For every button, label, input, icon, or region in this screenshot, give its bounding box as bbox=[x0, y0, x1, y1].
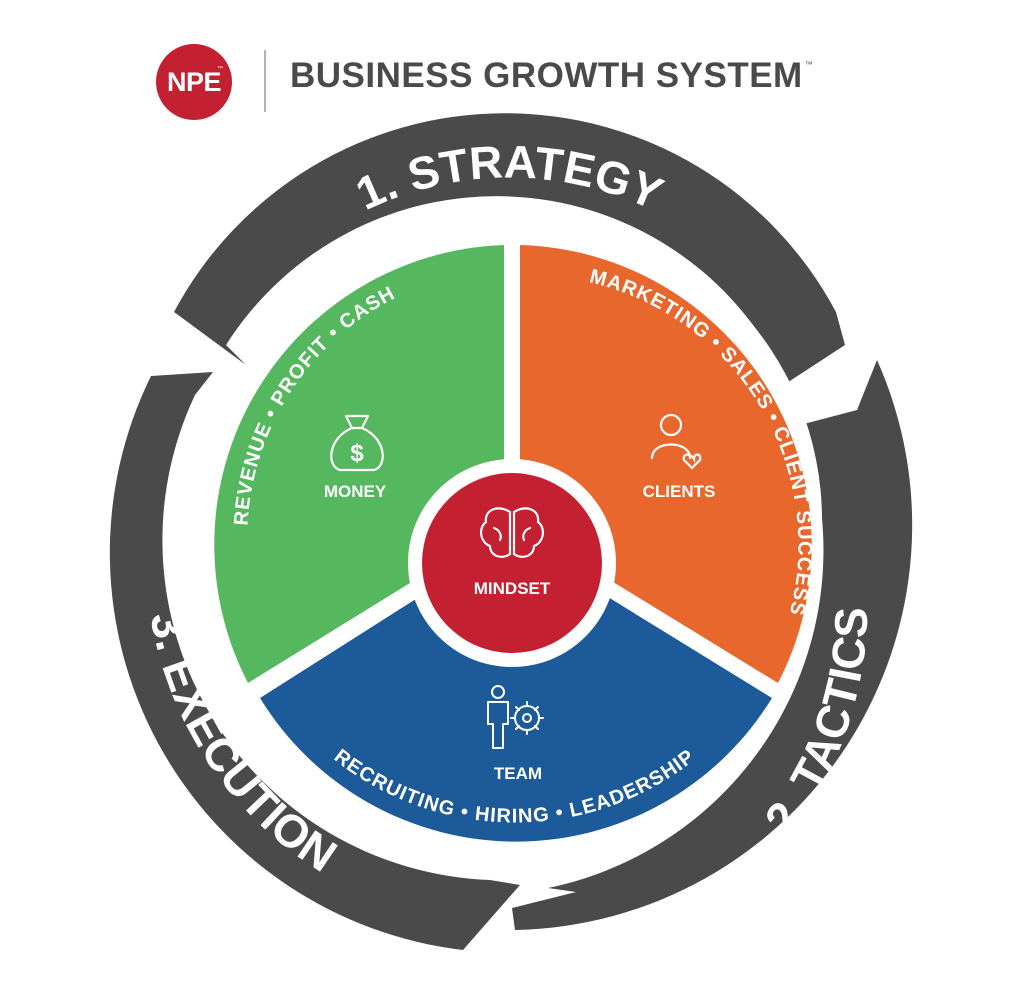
segment-money bbox=[214, 245, 504, 683]
mindset-circle bbox=[422, 473, 602, 653]
logo-text: NPE bbox=[166, 67, 222, 97]
clients-label: CLIENTS bbox=[643, 482, 716, 501]
npe-logo: NPE ™ bbox=[156, 44, 232, 120]
ring-arrow-strategy bbox=[174, 113, 845, 406]
money-label: MONEY bbox=[324, 482, 387, 501]
inner-wheel bbox=[202, 210, 822, 842]
team-label: TEAM bbox=[494, 764, 542, 783]
svg-text:$: $ bbox=[350, 440, 364, 467]
segment-clients bbox=[520, 245, 812, 683]
person-heart-icon bbox=[650, 413, 702, 470]
title-trademark: ™ bbox=[804, 60, 813, 69]
person-gear-icon bbox=[487, 685, 544, 749]
money-bag-icon: $ bbox=[330, 414, 384, 472]
ring-arrow-tactics bbox=[512, 360, 913, 930]
mindset-label: MINDSET bbox=[474, 579, 551, 598]
brain-icon bbox=[480, 507, 544, 558]
ring-arrow-execution bbox=[109, 372, 520, 950]
logo-trademark: ™ bbox=[217, 66, 223, 72]
segment-team bbox=[260, 538, 772, 842]
header-divider bbox=[264, 50, 266, 112]
cycle-ring bbox=[109, 113, 913, 950]
page-title: BUSINESS GROWTH SYSTEM bbox=[290, 56, 803, 95]
